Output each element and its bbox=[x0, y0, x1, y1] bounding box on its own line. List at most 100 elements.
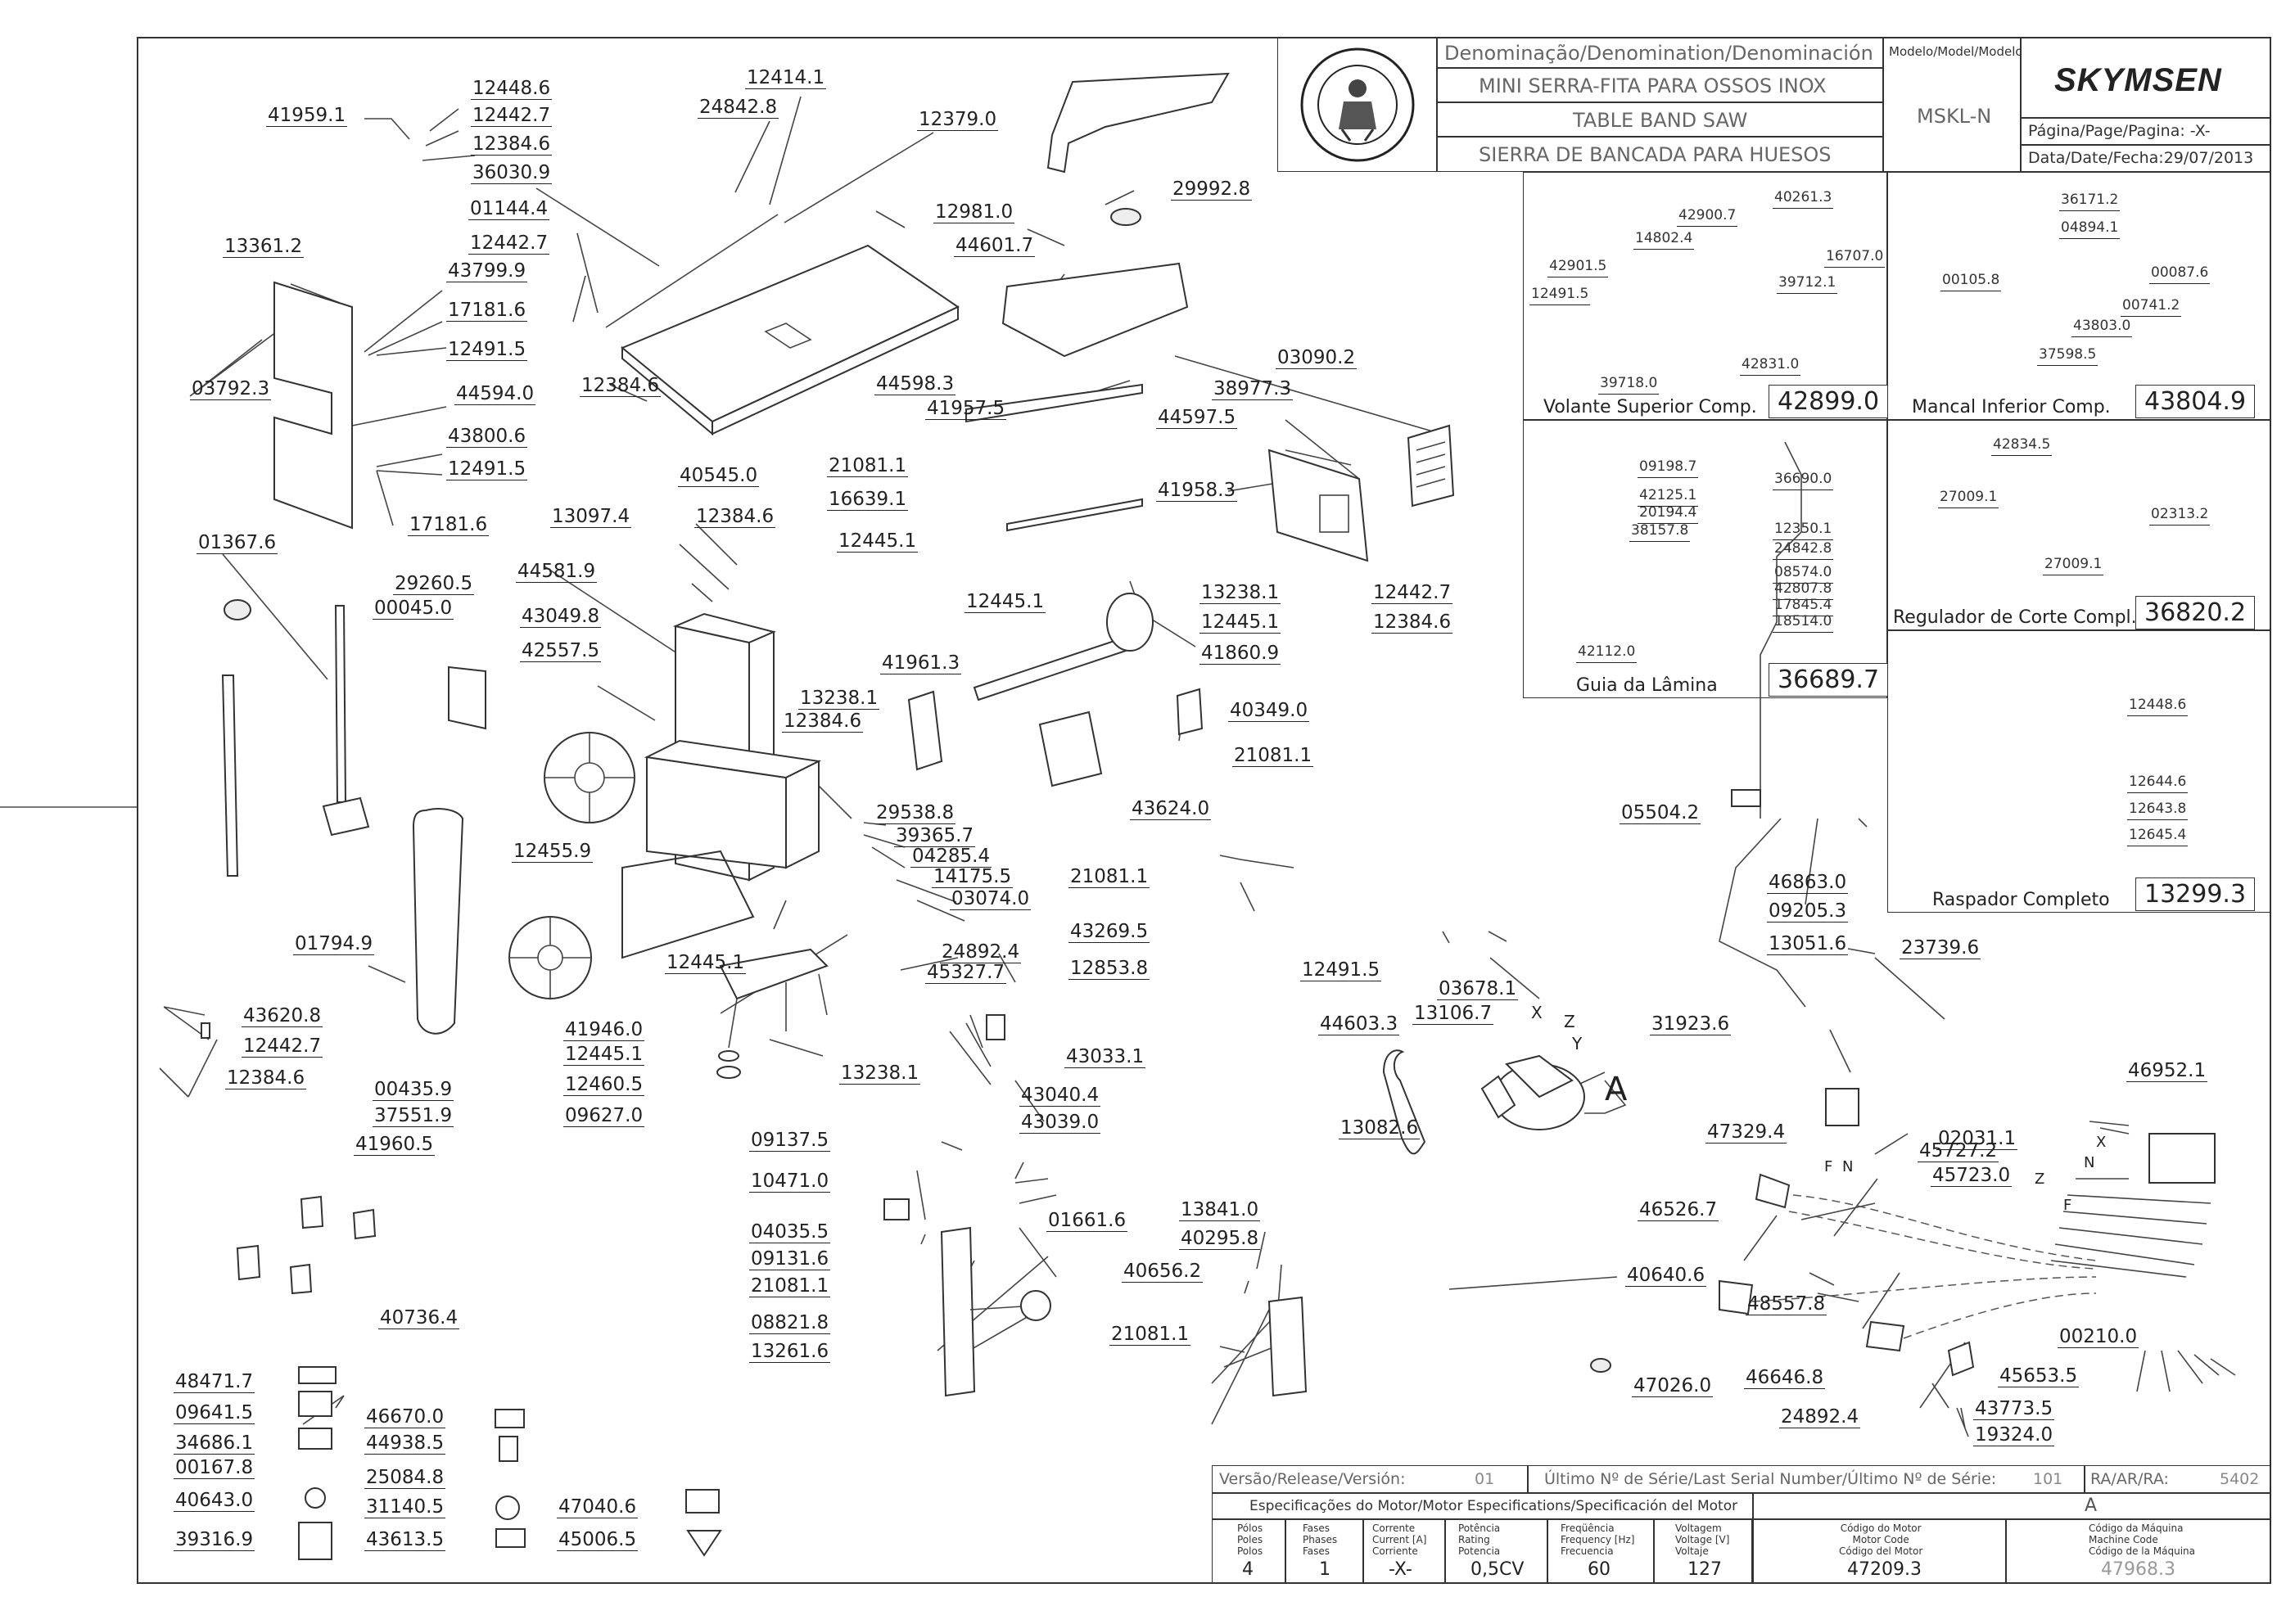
name-en-row: TABLE BAND SAW bbox=[1437, 102, 1883, 137]
part-callout: 12414.1 bbox=[745, 67, 827, 89]
terminal-box bbox=[2148, 1133, 2216, 1184]
part-callout: 43799.9 bbox=[446, 260, 528, 282]
release-divider-2 bbox=[2084, 1465, 2085, 1493]
bearing-disk bbox=[1106, 593, 1154, 652]
side-vent bbox=[448, 665, 486, 730]
part-callout: 29538.8 bbox=[874, 802, 956, 824]
part-callout: 03074.0 bbox=[950, 888, 1032, 910]
sub-part: 12644.6 bbox=[2127, 771, 2189, 793]
sub-part: 42900.7 bbox=[1677, 205, 1738, 227]
name-es: SIERRA DE BANCADA PARA HUESOS bbox=[1479, 143, 1832, 166]
sub-part: 12350.1 bbox=[1773, 518, 1834, 540]
part-callout: 40349.0 bbox=[1228, 700, 1310, 722]
part-callout: 00045.0 bbox=[373, 598, 454, 620]
part-callout: 47329.4 bbox=[1705, 1121, 1787, 1144]
part-callout: 12379.0 bbox=[917, 109, 999, 131]
motor-spec-label: Especificações do Motor/Motor Especifica… bbox=[1249, 1498, 1738, 1514]
drawing-date: Data/Date/Fecha:29/07/2013 bbox=[2028, 149, 2254, 167]
part-callout: 09131.6 bbox=[749, 1248, 831, 1270]
margin-line bbox=[0, 806, 137, 808]
label-icon-3 bbox=[298, 1428, 332, 1450]
sub-part: 12491.5 bbox=[1529, 283, 1591, 305]
part-callout: 12442.7 bbox=[1371, 582, 1453, 604]
part-callout: 12384.6 bbox=[782, 710, 864, 733]
part-callout: 46646.8 bbox=[1744, 1367, 1826, 1389]
part-callout: 05504.2 bbox=[1620, 802, 1701, 824]
part-callout: 12491.5 bbox=[446, 339, 528, 361]
part-callout: 13238.1 bbox=[1199, 582, 1281, 604]
part-callout: 03792.3 bbox=[190, 378, 272, 400]
lever-arm bbox=[940, 1226, 976, 1397]
vent-grille bbox=[1407, 424, 1455, 508]
power-plug bbox=[1731, 789, 1761, 807]
part-callout: 40295.8 bbox=[1179, 1228, 1261, 1250]
sub-part: 16707.0 bbox=[1824, 246, 1886, 268]
small-plate bbox=[1176, 688, 1204, 736]
date-cell: Data/Date/Fecha:29/07/2013 bbox=[2021, 145, 2271, 172]
ground-icon bbox=[495, 1495, 520, 1520]
part-callout: 44938.5 bbox=[364, 1432, 446, 1455]
knob bbox=[1110, 208, 1141, 226]
motor-code-letter: A bbox=[2085, 1495, 2098, 1516]
part-callout: 43800.6 bbox=[446, 426, 528, 448]
part-callout: 48557.8 bbox=[1746, 1293, 1827, 1315]
upper-wheel-title: Volante Superior Comp. bbox=[1543, 397, 1757, 417]
part-callout: 12384.6 bbox=[471, 133, 553, 156]
version-label: Versão/Release/Versión: bbox=[1219, 1470, 1406, 1488]
warning-label-icon bbox=[298, 1366, 337, 1384]
part-callout: 24892.4 bbox=[1779, 1406, 1861, 1428]
blade-guide-code: 36689.7 bbox=[1769, 663, 1889, 697]
part-callout: 29992.8 bbox=[1171, 178, 1253, 201]
lever-bracket bbox=[883, 1198, 910, 1220]
lever-knob bbox=[1020, 1290, 1051, 1321]
part-callout: 39365.7 bbox=[894, 825, 976, 847]
serial-value: 101 bbox=[2033, 1470, 2063, 1488]
ra-value: 5402 bbox=[2220, 1470, 2260, 1488]
part-callout: 41958.3 bbox=[1156, 480, 1238, 502]
part-callout: 43620.8 bbox=[242, 1005, 323, 1027]
part-callout: 41959.1 bbox=[266, 105, 348, 127]
sub-part: 42112.0 bbox=[1576, 641, 1638, 663]
part-callout: 44597.5 bbox=[1156, 407, 1238, 429]
part-callout: 08821.8 bbox=[749, 1312, 831, 1334]
part-callout: 17181.6 bbox=[446, 300, 528, 322]
part-callout: 17181.6 bbox=[408, 514, 490, 536]
part-callout: 24892.4 bbox=[940, 941, 1022, 963]
page-cell: Página/Page/Pagina: -X- bbox=[2021, 118, 2271, 145]
brand-logo: SKYMSEN bbox=[2054, 62, 2222, 98]
part-callout: 12384.6 bbox=[1371, 611, 1453, 634]
wire-letter-x: X bbox=[1531, 1003, 1543, 1022]
sub-part: 36171.2 bbox=[2059, 189, 2121, 211]
part-callout: 43613.5 bbox=[364, 1529, 446, 1551]
part-callout: 41860.9 bbox=[1199, 643, 1281, 665]
motor-connector bbox=[1755, 1173, 1791, 1209]
part-callout: 12460.5 bbox=[563, 1074, 645, 1096]
part-callout: 21081.1 bbox=[1068, 866, 1150, 888]
authorized-badge-cell bbox=[1277, 37, 1437, 172]
top-bracket bbox=[1046, 72, 1230, 174]
version-value: 01 bbox=[1475, 1470, 1495, 1488]
part-callout: 12384.6 bbox=[694, 506, 776, 528]
blade-guide-bar bbox=[221, 674, 239, 877]
part-callout: 12445.1 bbox=[563, 1044, 645, 1066]
sub-part: 27009.1 bbox=[1938, 486, 1999, 508]
part-callout: 40640.6 bbox=[1625, 1265, 1707, 1287]
part-callout: 03090.2 bbox=[1276, 347, 1358, 369]
serial-label: Último Nº de Série/Last Serial Number/Úl… bbox=[1544, 1470, 1997, 1488]
part-callout: 46863.0 bbox=[1767, 872, 1849, 894]
sub-part: 38157.8 bbox=[1629, 520, 1691, 542]
model-cell: Modelo/Model/Modelo MSKL-N bbox=[1883, 37, 2021, 172]
part-callout: 03678.1 bbox=[1437, 978, 1519, 1000]
part-callout: 00210.0 bbox=[2058, 1326, 2139, 1348]
part-callout: 34686.1 bbox=[174, 1432, 255, 1455]
part-callout: 47040.6 bbox=[557, 1496, 639, 1518]
part-callout: 01144.4 bbox=[468, 198, 550, 220]
part-callout: 10471.0 bbox=[749, 1171, 831, 1193]
part-callout: 13238.1 bbox=[798, 688, 880, 710]
